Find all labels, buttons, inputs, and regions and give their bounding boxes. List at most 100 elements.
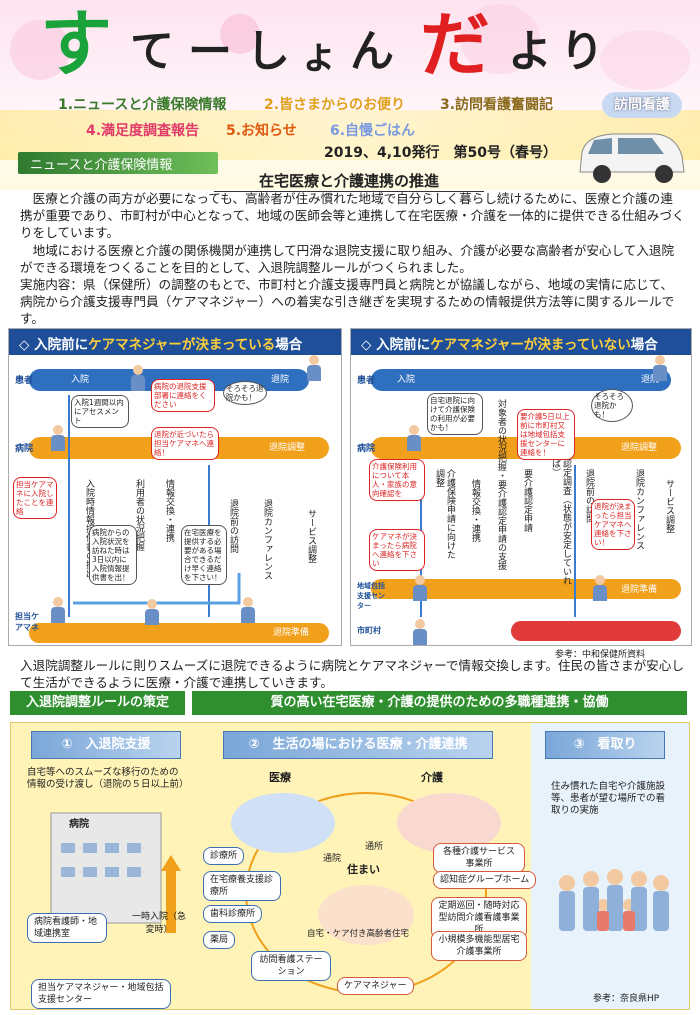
reference-note: 参考：奈良県HP bbox=[593, 994, 660, 1004]
note-bubble: 入院1週間以内にアセスメント bbox=[71, 395, 129, 428]
visit-nursing-badge: 訪問看護 bbox=[602, 92, 682, 118]
lane-label: 退院 bbox=[271, 375, 290, 385]
medical-label: 医療 bbox=[269, 771, 291, 784]
visit-label: 通院 bbox=[323, 854, 342, 864]
flow-step: 退院カンファレンス bbox=[262, 499, 272, 580]
note-bubble: 病院の退院支援部署に連絡をください bbox=[151, 379, 215, 412]
diagram-header: ◇ 入院前にケアマネジャーが決まっていない場合 bbox=[351, 329, 691, 355]
diagram-caremanager-undecided: ◇ 入院前にケアマネジャーが決まっていない場合 入院 退院 退院調整 退院準備 … bbox=[350, 328, 692, 646]
step1-description: 自宅等へのスムーズな移行のための情報の受け渡し（退院の５日以上前） bbox=[27, 767, 189, 790]
caremanager-service-box: ケアマネジャー bbox=[337, 977, 414, 995]
flow-step: 要介護認定申請 bbox=[522, 469, 532, 532]
person-icon bbox=[305, 355, 323, 381]
collaboration-banner: 質の高い在宅医療・介護の提供のための多職種連携・協働 bbox=[192, 691, 687, 715]
small-multifunction-box: 小規模多機能型居宅介護事業所 bbox=[431, 931, 527, 961]
row-label: 病院 bbox=[15, 444, 34, 454]
flow-step: 情報交換・連携 bbox=[470, 479, 480, 542]
article-paragraph: 医療と介護の両方が必要になっても、高齢者が住み慣れた地域で自分らしく暮らし続ける… bbox=[20, 191, 685, 241]
lane-label: 入院 bbox=[397, 375, 416, 385]
diagram-header: ◇ 入院前にケアマネジャーが決まっている場合 bbox=[9, 329, 341, 355]
home-clinic-box: 在宅療養支援診療所 bbox=[203, 871, 281, 901]
title-char: て bbox=[130, 26, 174, 77]
note-bubble: 自宅退院に向けて介護保険の利用が必要かも！ bbox=[427, 393, 483, 435]
newsletter-title: す て ー し ょ ん だ よ り bbox=[0, 0, 700, 100]
living-sphere-illustration bbox=[231, 792, 501, 994]
lane-label: 退院調整 bbox=[621, 443, 658, 453]
note-bubble: 担当ケアマネに入院したことを連絡 bbox=[13, 477, 57, 519]
note-bubble: 退院が近づいたら担当ケアマネへ連絡！ bbox=[151, 427, 219, 460]
title-char: す bbox=[40, 2, 113, 86]
care-service-box: 各種介護サービス事業所 bbox=[433, 843, 525, 873]
home-label: 住まい bbox=[347, 863, 380, 876]
flow-step: サービス調整 bbox=[664, 479, 674, 533]
dementia-home-box: 認知症グループホーム bbox=[433, 871, 537, 889]
row-label: 患者 bbox=[357, 376, 376, 386]
flow-step: 退院前の訪問 bbox=[584, 469, 594, 523]
summary-text: 入退院調整ルールに則りスムーズに退院できるように病院とケアマネジャーで情報交換し… bbox=[20, 658, 684, 690]
note-bubble: そろそろ退院かも！ bbox=[223, 381, 267, 405]
note-bubble: 介護保険利用について本人・家族の意向確認を bbox=[369, 459, 425, 501]
nursing-station-box: 訪問看護ステーション bbox=[251, 951, 331, 981]
row-label: 患者 bbox=[15, 376, 34, 386]
step3-description: 住み慣れた自宅や介護施設等、患者が望む場所での看取りの実施 bbox=[551, 781, 666, 816]
step-discharge-support: ① 入退院支援 bbox=[31, 731, 181, 759]
note-bubble: 退院が決まったら担当ケアマネへ連絡を下さい！ bbox=[591, 499, 635, 550]
title-char: し bbox=[246, 26, 290, 77]
title-char: だ bbox=[420, 4, 490, 86]
step-medical-care-link: ② 生活の場における医療・介護連携 bbox=[223, 731, 493, 759]
home-sub-label: 自宅・ケア付き高齢者住宅 bbox=[307, 929, 410, 939]
car-icon bbox=[579, 133, 685, 183]
menu-item-meals[interactable]: 6.自慢ごはん bbox=[330, 123, 416, 139]
menu-item-survey[interactable]: 4.満足度調査報告 bbox=[86, 123, 200, 139]
row-label: 病院 bbox=[357, 444, 376, 454]
person-icon bbox=[651, 355, 669, 381]
staff-icon bbox=[411, 619, 429, 645]
hospital-illustration bbox=[50, 812, 181, 933]
flow-step: 利用者の状況把握 bbox=[134, 479, 144, 551]
caremanager-icon bbox=[591, 575, 609, 601]
person-icon bbox=[129, 365, 147, 391]
menu-item-news[interactable]: 1.ニュースと介護保険情報 bbox=[58, 97, 227, 113]
row-label: 市町村 bbox=[357, 626, 381, 635]
flow-step: 退院前の訪問 bbox=[228, 499, 238, 553]
rule-banner: 入退院調整ルールの策定 bbox=[10, 691, 185, 715]
note-bubble: そろそろ退院かも！ bbox=[591, 389, 633, 422]
lane-label: 退院調整 bbox=[269, 443, 306, 453]
staff-icon bbox=[411, 575, 429, 601]
nurse-icon bbox=[405, 425, 423, 451]
lane-label: 退院準備 bbox=[273, 628, 310, 638]
title-char: よ bbox=[508, 26, 552, 77]
note-bubble: ケアマネが決まったら病院へ連絡を下さい bbox=[369, 529, 425, 571]
collaboration-diagram: ① 入退院支援 ② 生活の場における医療・介護連携 ③ 看取り 自宅等へのスムー… bbox=[10, 722, 690, 1010]
clinic-box: 診療所 bbox=[203, 847, 245, 865]
menu-item-notice[interactable]: 5.お知らせ bbox=[226, 123, 297, 139]
flow-step: 退院カンファレンス bbox=[634, 469, 644, 550]
reference-note: 参考：中和保健所資料 bbox=[555, 650, 646, 660]
caremanager-icon bbox=[239, 597, 257, 623]
article-paragraph: 実施内容：県（保健所）の調整のもとで、市町村と介護支援専門員と病院とが協議しなが… bbox=[20, 277, 675, 327]
menu-item-visit-nursing[interactable]: 3.訪問看護奮闘記 bbox=[440, 97, 554, 113]
hospital-label: 病院 bbox=[69, 819, 89, 830]
menu-item-letters[interactable]: 2.皆さまからのお便り bbox=[264, 97, 406, 113]
nurse-icon bbox=[49, 425, 67, 451]
article-body: 医療と介護の両方が必要になっても、高齢者が住み慣れた地域で自分らしく暮らし続ける… bbox=[20, 190, 685, 328]
issue-info: 2019、4,10発行 第50号（春号） bbox=[324, 145, 557, 161]
title-char: ょ bbox=[300, 33, 339, 77]
note-bubble: 病院からの入院状況を訪ねた時は3日以内に入院情報提供書を出！ bbox=[89, 525, 137, 585]
family-illustration bbox=[559, 869, 669, 931]
flow-step: サービス調整 bbox=[306, 509, 316, 563]
article-paragraph: 地域における医療と介護の関係機関が連携して円滑な退院支援に取り組み、介護が必要な… bbox=[20, 242, 675, 275]
dental-clinic-box: 歯科診療所 bbox=[203, 905, 263, 923]
lane-label: 入院 bbox=[71, 375, 90, 385]
hospital-staff-box: 病院看護師・地域連携室 bbox=[27, 913, 107, 943]
caremanager-icon bbox=[49, 597, 67, 623]
lane-label: 退院 bbox=[641, 375, 660, 385]
caremanager-icon bbox=[143, 599, 161, 625]
pharmacy-box: 薬局 bbox=[203, 931, 236, 949]
flow-step: 対象者の状況把握・要介護認定申請の支援 bbox=[496, 399, 506, 570]
article-subtitle: 在宅医療と介護連携の推進 bbox=[214, 170, 484, 192]
note-bubble: 在宅医療を提供する必要がある場合できるだけ早く連絡を下さい！ bbox=[181, 525, 227, 585]
flow-step: 介護保険申請に向けた調整 bbox=[434, 469, 455, 559]
row-label: 担当ケアマネ bbox=[15, 612, 39, 632]
row-label: 地域包括支援センター bbox=[357, 582, 385, 610]
